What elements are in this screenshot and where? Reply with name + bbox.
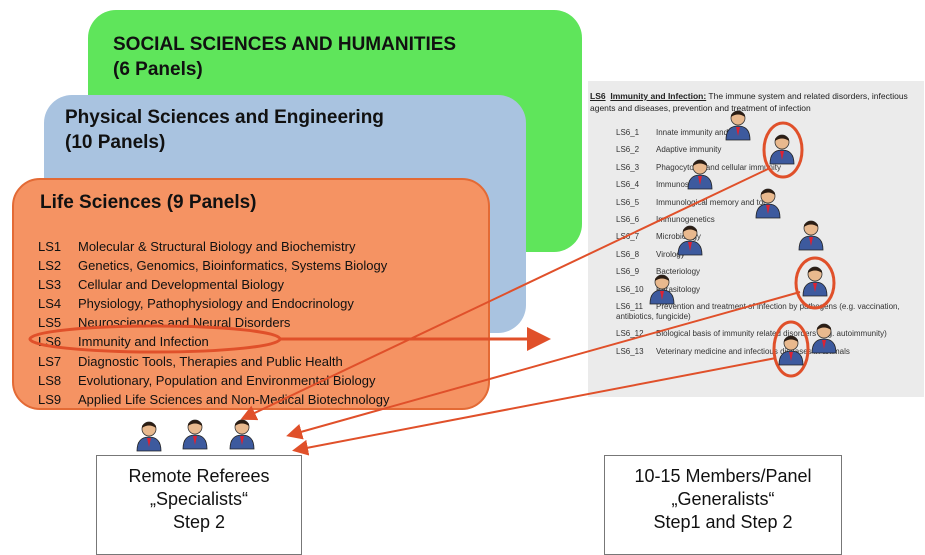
- subpanel-text: Virology: [656, 249, 685, 259]
- ls-item: LS8 Evolutionary, Population and Environm…: [38, 371, 389, 390]
- subpanel-text: Immunogenetics: [656, 214, 715, 224]
- subpanel-text: Immunological memory and tol: [656, 197, 765, 207]
- subpanel-code: LS6_3: [616, 162, 640, 172]
- ls-name: Cellular and Developmental Biology: [78, 277, 284, 293]
- ls6-heading-text: The immune system and related disorders,…: [590, 91, 908, 113]
- subpanel-item: LS6_1 Innate immunity and: [616, 128, 921, 138]
- ls-code: LS7: [38, 353, 62, 369]
- subpanel-item: LS6_5 Immunological memory and tol: [616, 198, 921, 208]
- subpanel-item: LS6_2 Adaptive immunity: [616, 145, 921, 155]
- ls-item: LS3 Cellular and Developmental Biology: [38, 275, 389, 294]
- subpanel-text: Adaptive immunity: [656, 145, 722, 155]
- ls-name: Evolutionary, Population and Environment…: [78, 372, 376, 388]
- ls-item: LS7 Diagnostic Tools, Therapies and Publi…: [38, 352, 389, 371]
- subpanel-text: Microbiology: [656, 232, 701, 242]
- subpanel-text: Biological basis of immunity related dis…: [656, 329, 887, 339]
- ls-name: Diagnostic Tools, Therapies and Public H…: [78, 353, 343, 369]
- subpanel-code: LS6_11: [616, 301, 643, 311]
- ls-code: LS2: [38, 258, 62, 274]
- ls6-heading-code: LS6: [590, 91, 606, 101]
- subpanel-text: Phagocytosis and cellular immunity: [656, 162, 781, 172]
- subpanel-item: LS6_3 Phagocytosis and cellular immunity: [616, 163, 921, 173]
- ls-name: Genetics, Genomics, Bioinformatics, Syst…: [78, 258, 388, 274]
- ls-code: LS1: [38, 239, 62, 254]
- subpanel-item: LS6_4 Immunosig: [616, 180, 921, 190]
- subpanel-item: LS6_12 Biological basis of immunity relat…: [616, 329, 921, 339]
- box-line: „Generalists“: [671, 489, 775, 509]
- subpanel-code: LS6_13: [616, 346, 644, 356]
- person-icon: [182, 419, 208, 450]
- box-line: Step 2: [172, 512, 226, 532]
- ls-code: LS3: [38, 277, 62, 293]
- ls-code: LS9: [38, 391, 62, 407]
- subpanel-item: LS6_7 Microbiology: [616, 232, 921, 242]
- subpanel-item: LS6_10 Parasitology: [616, 285, 921, 295]
- subpanel-item: LS6_13 Veterinary medicine and infectious…: [616, 347, 921, 357]
- ls-code: LS6: [38, 334, 62, 350]
- subpanel-code: LS6_2: [616, 145, 640, 155]
- person-icon: [229, 419, 255, 450]
- box-line: „Specialists“: [149, 489, 249, 509]
- ls6-document-heading: LS6 Immunity and Infection: The immune s…: [590, 90, 920, 114]
- subpanel-text: Parasitology: [656, 284, 701, 294]
- physical-sciences-heading: Physical Sciences and Engineering: [65, 107, 384, 128]
- subpanel-item: LS6_9 Bacteriology: [616, 267, 921, 277]
- ls-item: LS9 Applied Life Sciences and Non-Medical…: [38, 390, 389, 409]
- subpanel-text: Prevention and treatment of infection by…: [616, 301, 900, 321]
- ls-name: Physiology, Pathophysiology and Endocrin…: [78, 296, 354, 312]
- remote-referees-box: Remote Referees „Specialists“ Step 2: [96, 455, 302, 555]
- physical-sciences-title: Physical Sciences and Engineering (10 Pa…: [65, 105, 505, 155]
- panel-members-box: 10-15 Members/Panel „Generalists“ Step1 …: [604, 455, 842, 555]
- subpanel-code: LS6_5: [616, 197, 640, 207]
- ls-panel-list: LS1 Molecular & Structural Biology and Bi…: [38, 237, 389, 409]
- ls-name: Immunity and Infection: [78, 334, 209, 350]
- ls-name: Neurosciences and Neural Disorders: [78, 315, 291, 331]
- ls-item: LS4 Physiology, Pathophysiology and Endoc…: [38, 294, 389, 313]
- ls-code: LS5: [38, 315, 62, 331]
- subpanel-code: LS6_10: [616, 284, 644, 294]
- box-line: Step1 and Step 2: [653, 512, 793, 532]
- subpanel-text: Bacteriology: [656, 267, 701, 277]
- life-sciences-title: Life Sciences (9 Panels): [40, 192, 257, 213]
- box-line: 10-15 Members/Panel: [634, 466, 812, 486]
- subpanel-text: Veterinary medicine and infectious disea…: [656, 346, 850, 356]
- subpanel-text: Innate immunity and: [656, 128, 729, 137]
- box-line: Remote Referees: [128, 466, 270, 486]
- subpanel-item: LS6_8 Virology: [616, 250, 921, 260]
- ls-item: LS5 Neurosciences and Neural Disorders: [38, 313, 389, 332]
- ls-item-highlighted: LS6 Immunity and Infection: [38, 332, 389, 351]
- person-icon: [136, 421, 162, 452]
- social-sciences-panels: (6 Panels): [113, 59, 203, 80]
- subpanel-code: LS6_1: [616, 128, 640, 137]
- subpanel-code: LS6_6: [616, 214, 640, 224]
- subpanel-item: LS6_6 Immunogenetics: [616, 215, 921, 225]
- subpanel-code: LS6_12: [616, 329, 644, 339]
- ls-code: LS8: [38, 372, 62, 388]
- social-sciences-heading: SOCIAL SCIENCES AND HUMANITIES: [113, 34, 457, 55]
- subpanel-code: LS6_4: [616, 180, 640, 190]
- ls-code: LS4: [38, 296, 62, 312]
- subpanel-text: Immunosig: [656, 180, 696, 190]
- physical-sciences-panels: (10 Panels): [65, 132, 166, 153]
- ls6-subpanel-list: LS6_1 Innate immunity and LS6_2 Adaptive i…: [616, 128, 921, 364]
- ls-name: Applied Life Sciences and Non-Medical Bi…: [78, 391, 390, 407]
- social-sciences-title: SOCIAL SCIENCES AND HUMANITIES (6 Panels…: [113, 32, 573, 82]
- ls-item: LS1 Molecular & Structural Biology and Bi…: [38, 237, 389, 256]
- ls6-heading-title: Immunity and Infection:: [610, 91, 707, 101]
- subpanel-code: LS6_8: [616, 249, 640, 259]
- subpanel-code: LS6_7: [616, 232, 640, 242]
- subpanel-code: LS6_9: [616, 267, 640, 277]
- ls-name: Molecular & Structural Biology and Bioch…: [78, 239, 356, 254]
- ls-item: LS2 Genetics, Genomics, Bioinformatics, S…: [38, 256, 389, 275]
